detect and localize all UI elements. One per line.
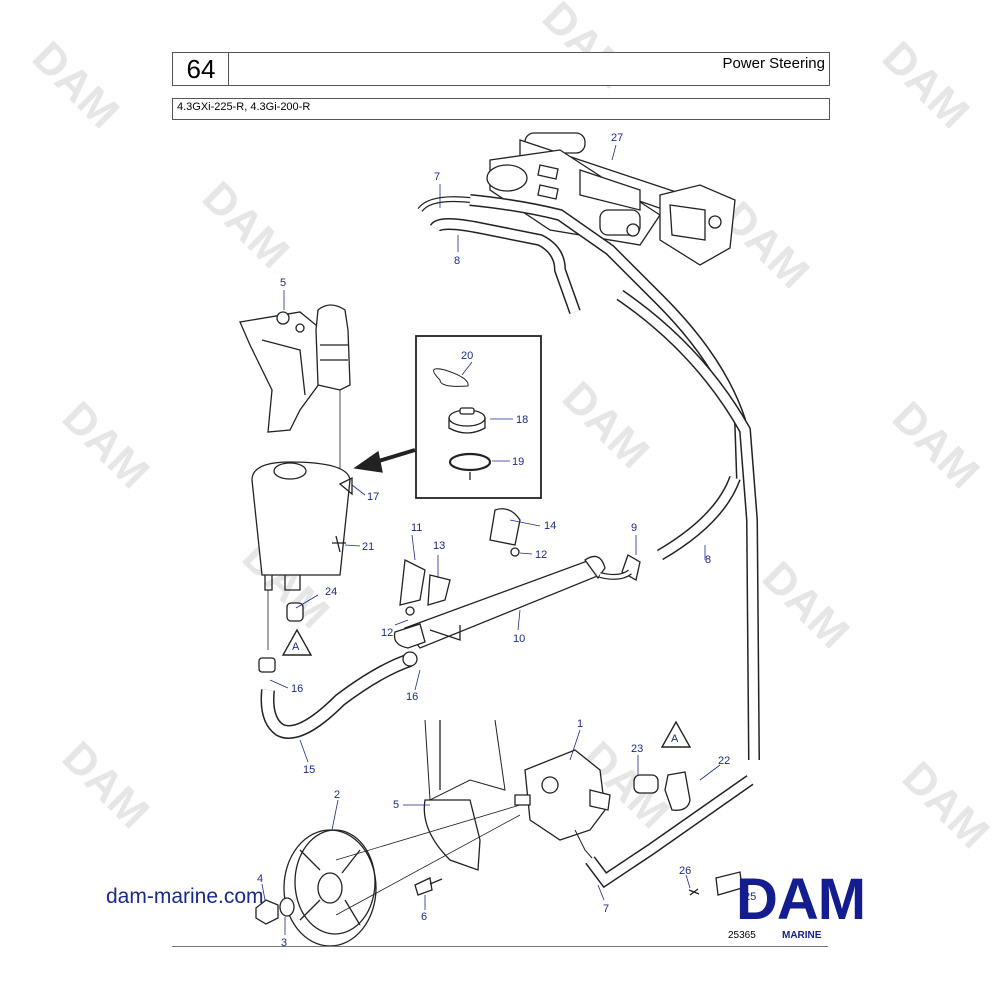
page-number: 64 [172, 52, 230, 86]
callout-4: 4 [257, 873, 263, 885]
callout-6: 6 [421, 911, 427, 923]
callout-14: 14 [544, 520, 556, 532]
callout-20: 20 [461, 350, 473, 362]
line-art [239, 132, 760, 947]
dam-logo: DAM MARINE [720, 867, 900, 944]
reservoir [251, 461, 353, 591]
watermark-layer: DAM DAM DAM DAM DAM DAM DAM DAM DAM DAM … [23, 0, 999, 858]
reference-triangle [660, 720, 692, 748]
watermark: DAM [53, 392, 159, 498]
callout-5: 5 [393, 799, 399, 811]
callout-8: 8 [454, 255, 460, 267]
callout-2: 2 [334, 789, 340, 801]
callout-7: 7 [603, 903, 609, 915]
website-link[interactable]: dam-marine.com [106, 885, 264, 908]
callout-12: 12 [381, 627, 393, 639]
callout-23: 23 [631, 743, 643, 755]
pump-bracket-upper [239, 304, 351, 470]
callout-17: 17 [367, 491, 379, 503]
watermark: DAM [893, 752, 999, 858]
title-box: Power Steering [228, 52, 830, 86]
callout-21: 21 [362, 541, 374, 553]
small-parts [258, 508, 743, 896]
callout-16: 16 [406, 691, 418, 703]
watermark: DAM [53, 732, 159, 838]
detail-box [415, 335, 542, 499]
marker-a: A [292, 641, 300, 653]
callout-10: 10 [513, 633, 525, 645]
cooler [393, 555, 632, 649]
callout-22: 22 [718, 755, 730, 767]
detail-arrow [353, 448, 416, 473]
steering-cylinder [486, 132, 736, 266]
pump-bracket-lower [423, 719, 506, 871]
bolt [414, 877, 443, 896]
callout-12: 12 [535, 549, 547, 561]
top-hoses [417, 194, 760, 761]
nut-washer [255, 897, 295, 925]
logo-text: DAM [736, 867, 866, 932]
callouts: 27 7 8 5 20 18 19 17 21 24 11 13 14 12 9… [257, 132, 756, 949]
callout-9: 9 [631, 522, 637, 534]
watermark: DAM [553, 372, 659, 478]
callout-19: 19 [512, 456, 524, 468]
leader-lines [261, 144, 721, 935]
callout-27: 27 [611, 132, 623, 144]
marker-a: A [671, 733, 679, 745]
return-hose [260, 651, 418, 739]
figure-number: 25365 [728, 930, 756, 941]
watermark: DAM [873, 32, 979, 138]
callout-3: 3 [281, 937, 287, 949]
steering-pump [514, 749, 611, 859]
callout-7: 7 [434, 171, 440, 183]
watermark: DAM [193, 172, 299, 278]
page-title: Power Steering [722, 55, 825, 72]
callout-25: 25 [744, 891, 756, 903]
watermark: DAM [883, 392, 989, 498]
pulley [283, 804, 521, 947]
callout-8: 8 [705, 554, 711, 566]
engine-models: 4.3GXi-225-R, 4.3Gi-200-R [177, 101, 311, 113]
footer-divider [172, 946, 828, 947]
callout-16: 16 [291, 683, 303, 695]
callout-24: 24 [325, 586, 337, 598]
logo-subtext: MARINE [782, 930, 822, 941]
callout-5: 5 [280, 277, 286, 289]
callout-18: 18 [516, 414, 528, 426]
callout-13: 13 [433, 540, 445, 552]
callout-26: 26 [679, 865, 691, 877]
reference-triangle [281, 628, 313, 656]
cap-parts [433, 368, 492, 480]
callout-15: 15 [303, 764, 315, 776]
fittings [585, 771, 754, 889]
callout-11: 11 [411, 522, 422, 534]
watermark: DAM [753, 552, 859, 658]
models-box: 4.3GXi-225-R, 4.3Gi-200-R [172, 98, 830, 120]
callout-1: 1 [577, 718, 583, 730]
watermark: DAM [23, 32, 129, 138]
